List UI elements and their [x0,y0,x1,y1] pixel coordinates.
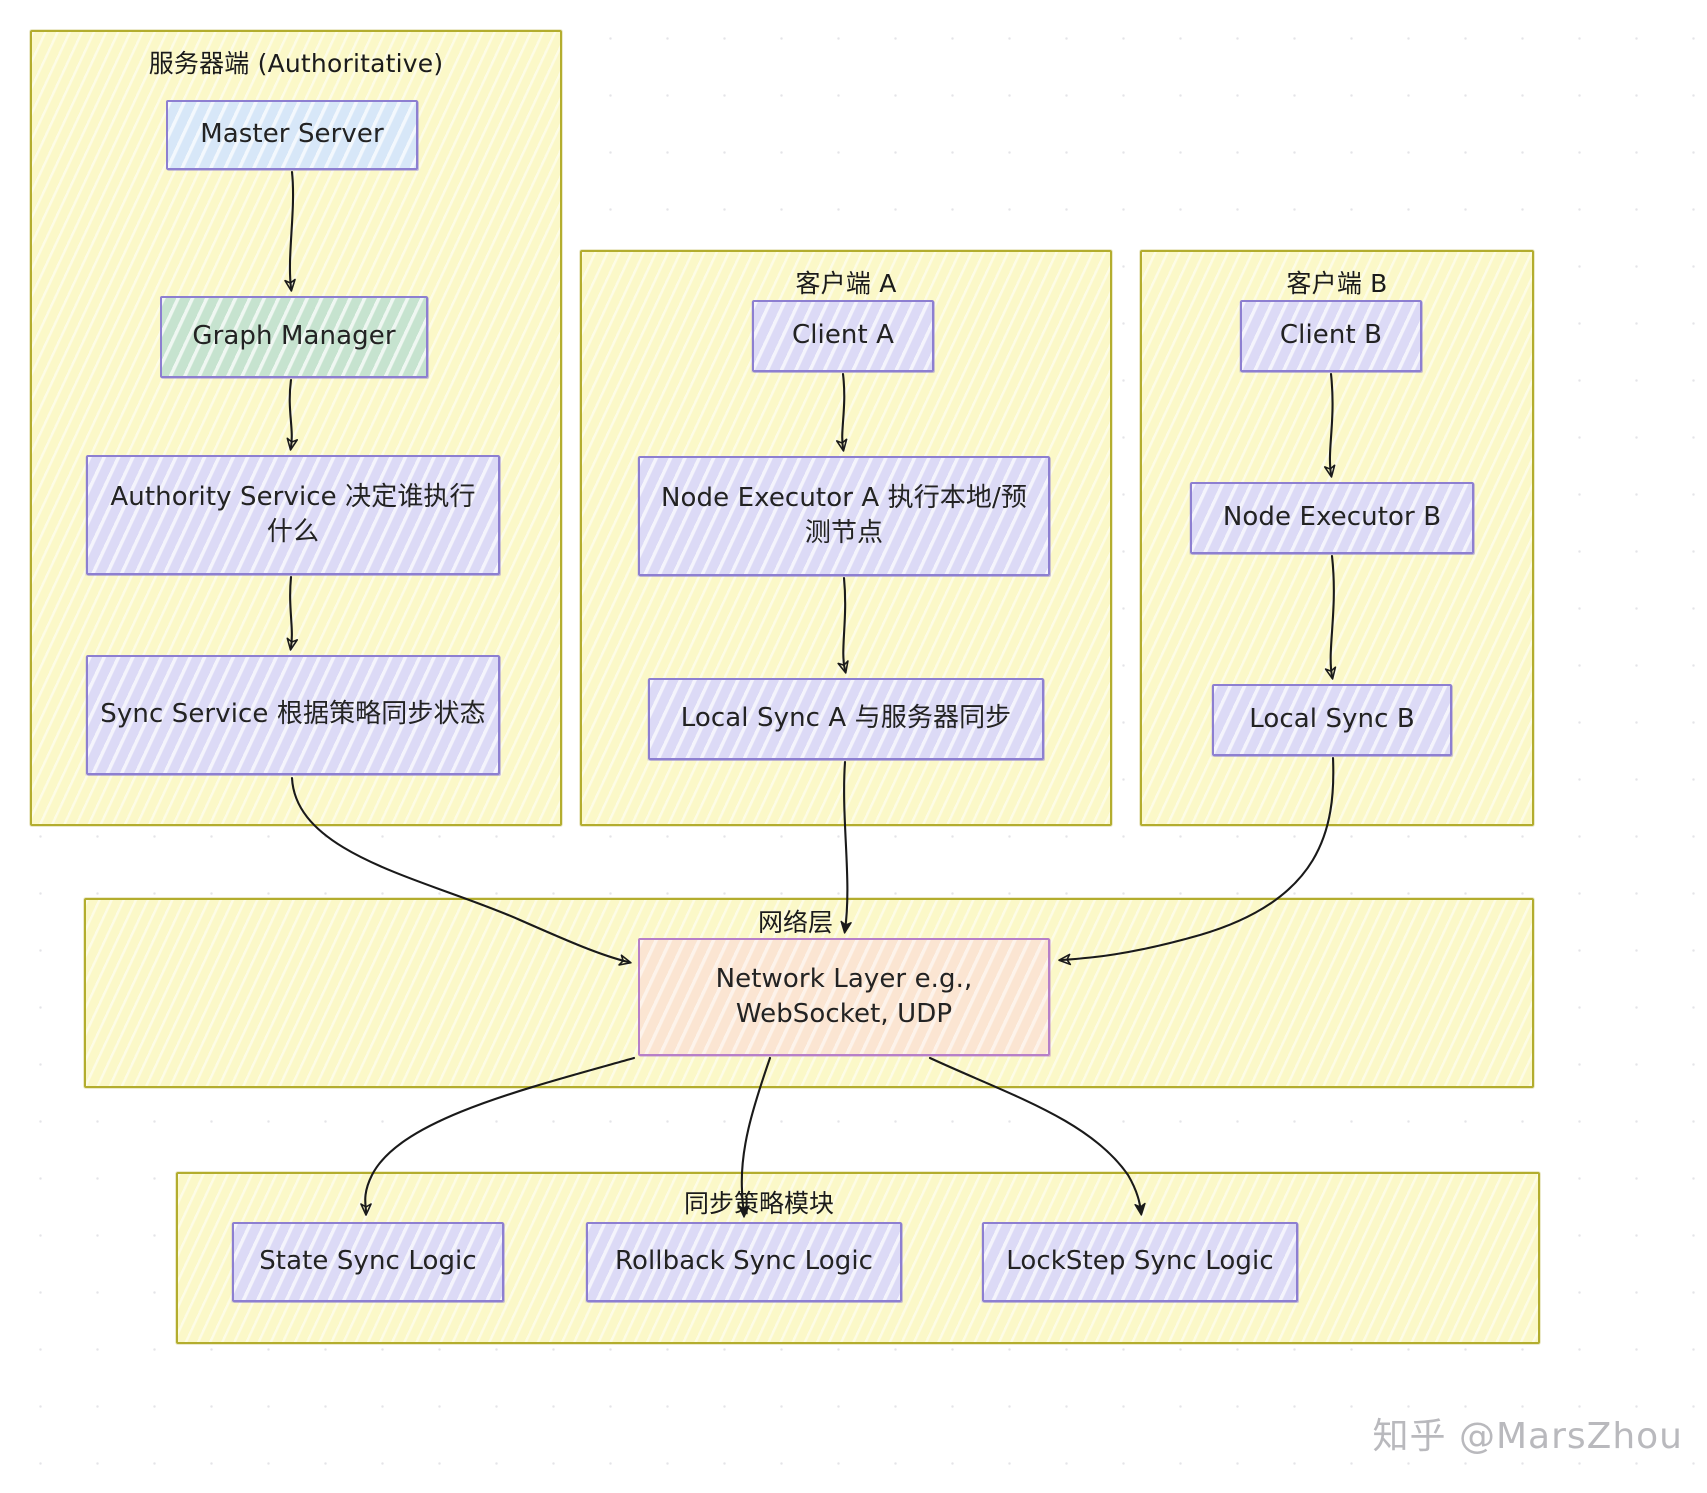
node-graph-manager-label: Graph Manager [192,321,396,352]
group-network-title: 网络层 [758,908,834,937]
node-sync-service[interactable]: Sync Service 根据策略同步状态 [86,655,500,775]
node-sync-service-label: Sync Service 根据策略同步状态 [100,699,486,730]
node-network-layer-label: Network Layer e.g., WebSocket, UDP [715,963,973,1029]
node-state-sync-logic-label: State Sync Logic [259,1246,477,1277]
group-sync-module-title: 同步策略模块 [684,1189,835,1218]
node-executor-b[interactable]: Node Executor B [1190,482,1474,554]
node-master-server-label: Master Server [200,119,384,150]
node-local-sync-a[interactable]: Local Sync A 与服务器同步 [648,678,1044,760]
node-authority-service[interactable]: Authority Service 决定谁执行什么 [86,455,500,575]
node-rollback-sync-logic-label: Rollback Sync Logic [614,1246,874,1277]
node-client-b[interactable]: Client B [1240,300,1422,372]
node-lockstep-sync-logic-label: LockStep Sync Logic [1006,1246,1274,1277]
node-graph-manager[interactable]: Graph Manager [160,296,428,378]
group-client-b-title: 客户端 B [1286,269,1388,298]
group-server-title: 服务器端 (Authoritative) [148,49,444,78]
watermark: 知乎 @MarsZhou [1372,1416,1683,1457]
node-network-layer[interactable]: Network Layer e.g., WebSocket, UDP [638,938,1050,1056]
node-lockstep-sync-logic[interactable]: LockStep Sync Logic [982,1222,1298,1302]
group-client-a-title: 客户端 A [795,269,897,298]
node-local-sync-b[interactable]: Local Sync B [1212,684,1452,756]
node-client-a-label: Client A [791,320,895,351]
node-authority-service-label: Authority Service 决定谁执行什么 [110,481,476,547]
node-local-sync-b-label: Local Sync B [1249,704,1415,735]
node-executor-a[interactable]: Node Executor A 执行本地/预测节点 [638,456,1050,576]
node-executor-b-label: Node Executor B [1222,502,1442,533]
node-master-server[interactable]: Master Server [166,100,418,170]
node-state-sync-logic[interactable]: State Sync Logic [232,1222,504,1302]
node-client-a[interactable]: Client A [752,300,934,372]
node-local-sync-a-label: Local Sync A 与服务器同步 [680,703,1012,734]
node-client-b-label: Client B [1279,320,1383,351]
node-executor-a-label: Node Executor A 执行本地/预测节点 [661,482,1027,548]
node-rollback-sync-logic[interactable]: Rollback Sync Logic [586,1222,902,1302]
